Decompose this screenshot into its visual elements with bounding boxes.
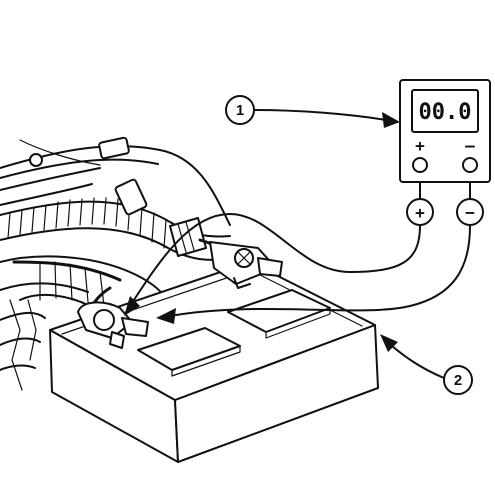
positive-terminal-clamp (198, 238, 283, 289)
wiring-harness (0, 136, 233, 391)
meter-negative-jack (462, 157, 478, 173)
meter-leads (124, 181, 471, 324)
callout-1-arrowhead (382, 112, 400, 128)
callout-2-leader (391, 345, 445, 379)
callout-2: 2 (380, 334, 473, 395)
positive-probe-symbol: + (415, 203, 425, 222)
callout-2-arrowhead (380, 334, 398, 352)
voltmeter-display (411, 89, 479, 133)
callout-1: 1 (225, 95, 400, 128)
callout-2-circle (443, 365, 473, 395)
voltmeter-reading: 00.0 (419, 100, 472, 125)
negative-lead-arrowhead (156, 308, 176, 324)
negative-lead-wire (169, 225, 471, 317)
positive-probe-plug (406, 198, 434, 226)
meter-negative-label: — (465, 136, 475, 155)
negative-terminal-clamp (77, 286, 149, 349)
positive-lead-arrowhead (124, 296, 140, 316)
callout-1-number: 1 (236, 102, 244, 119)
meter-positive-label: + (415, 136, 425, 155)
callout-1-leader (253, 109, 387, 121)
callout-2-number: 2 (454, 372, 462, 389)
negative-probe-plug (456, 198, 484, 226)
battery (49, 261, 379, 463)
probe-plugs: + − (406, 198, 484, 226)
voltmeter: 00.0 + — (399, 79, 491, 183)
negative-probe-symbol: − (465, 203, 475, 222)
positive-lead-wire (129, 213, 421, 307)
meter-positive-jack (412, 157, 428, 173)
